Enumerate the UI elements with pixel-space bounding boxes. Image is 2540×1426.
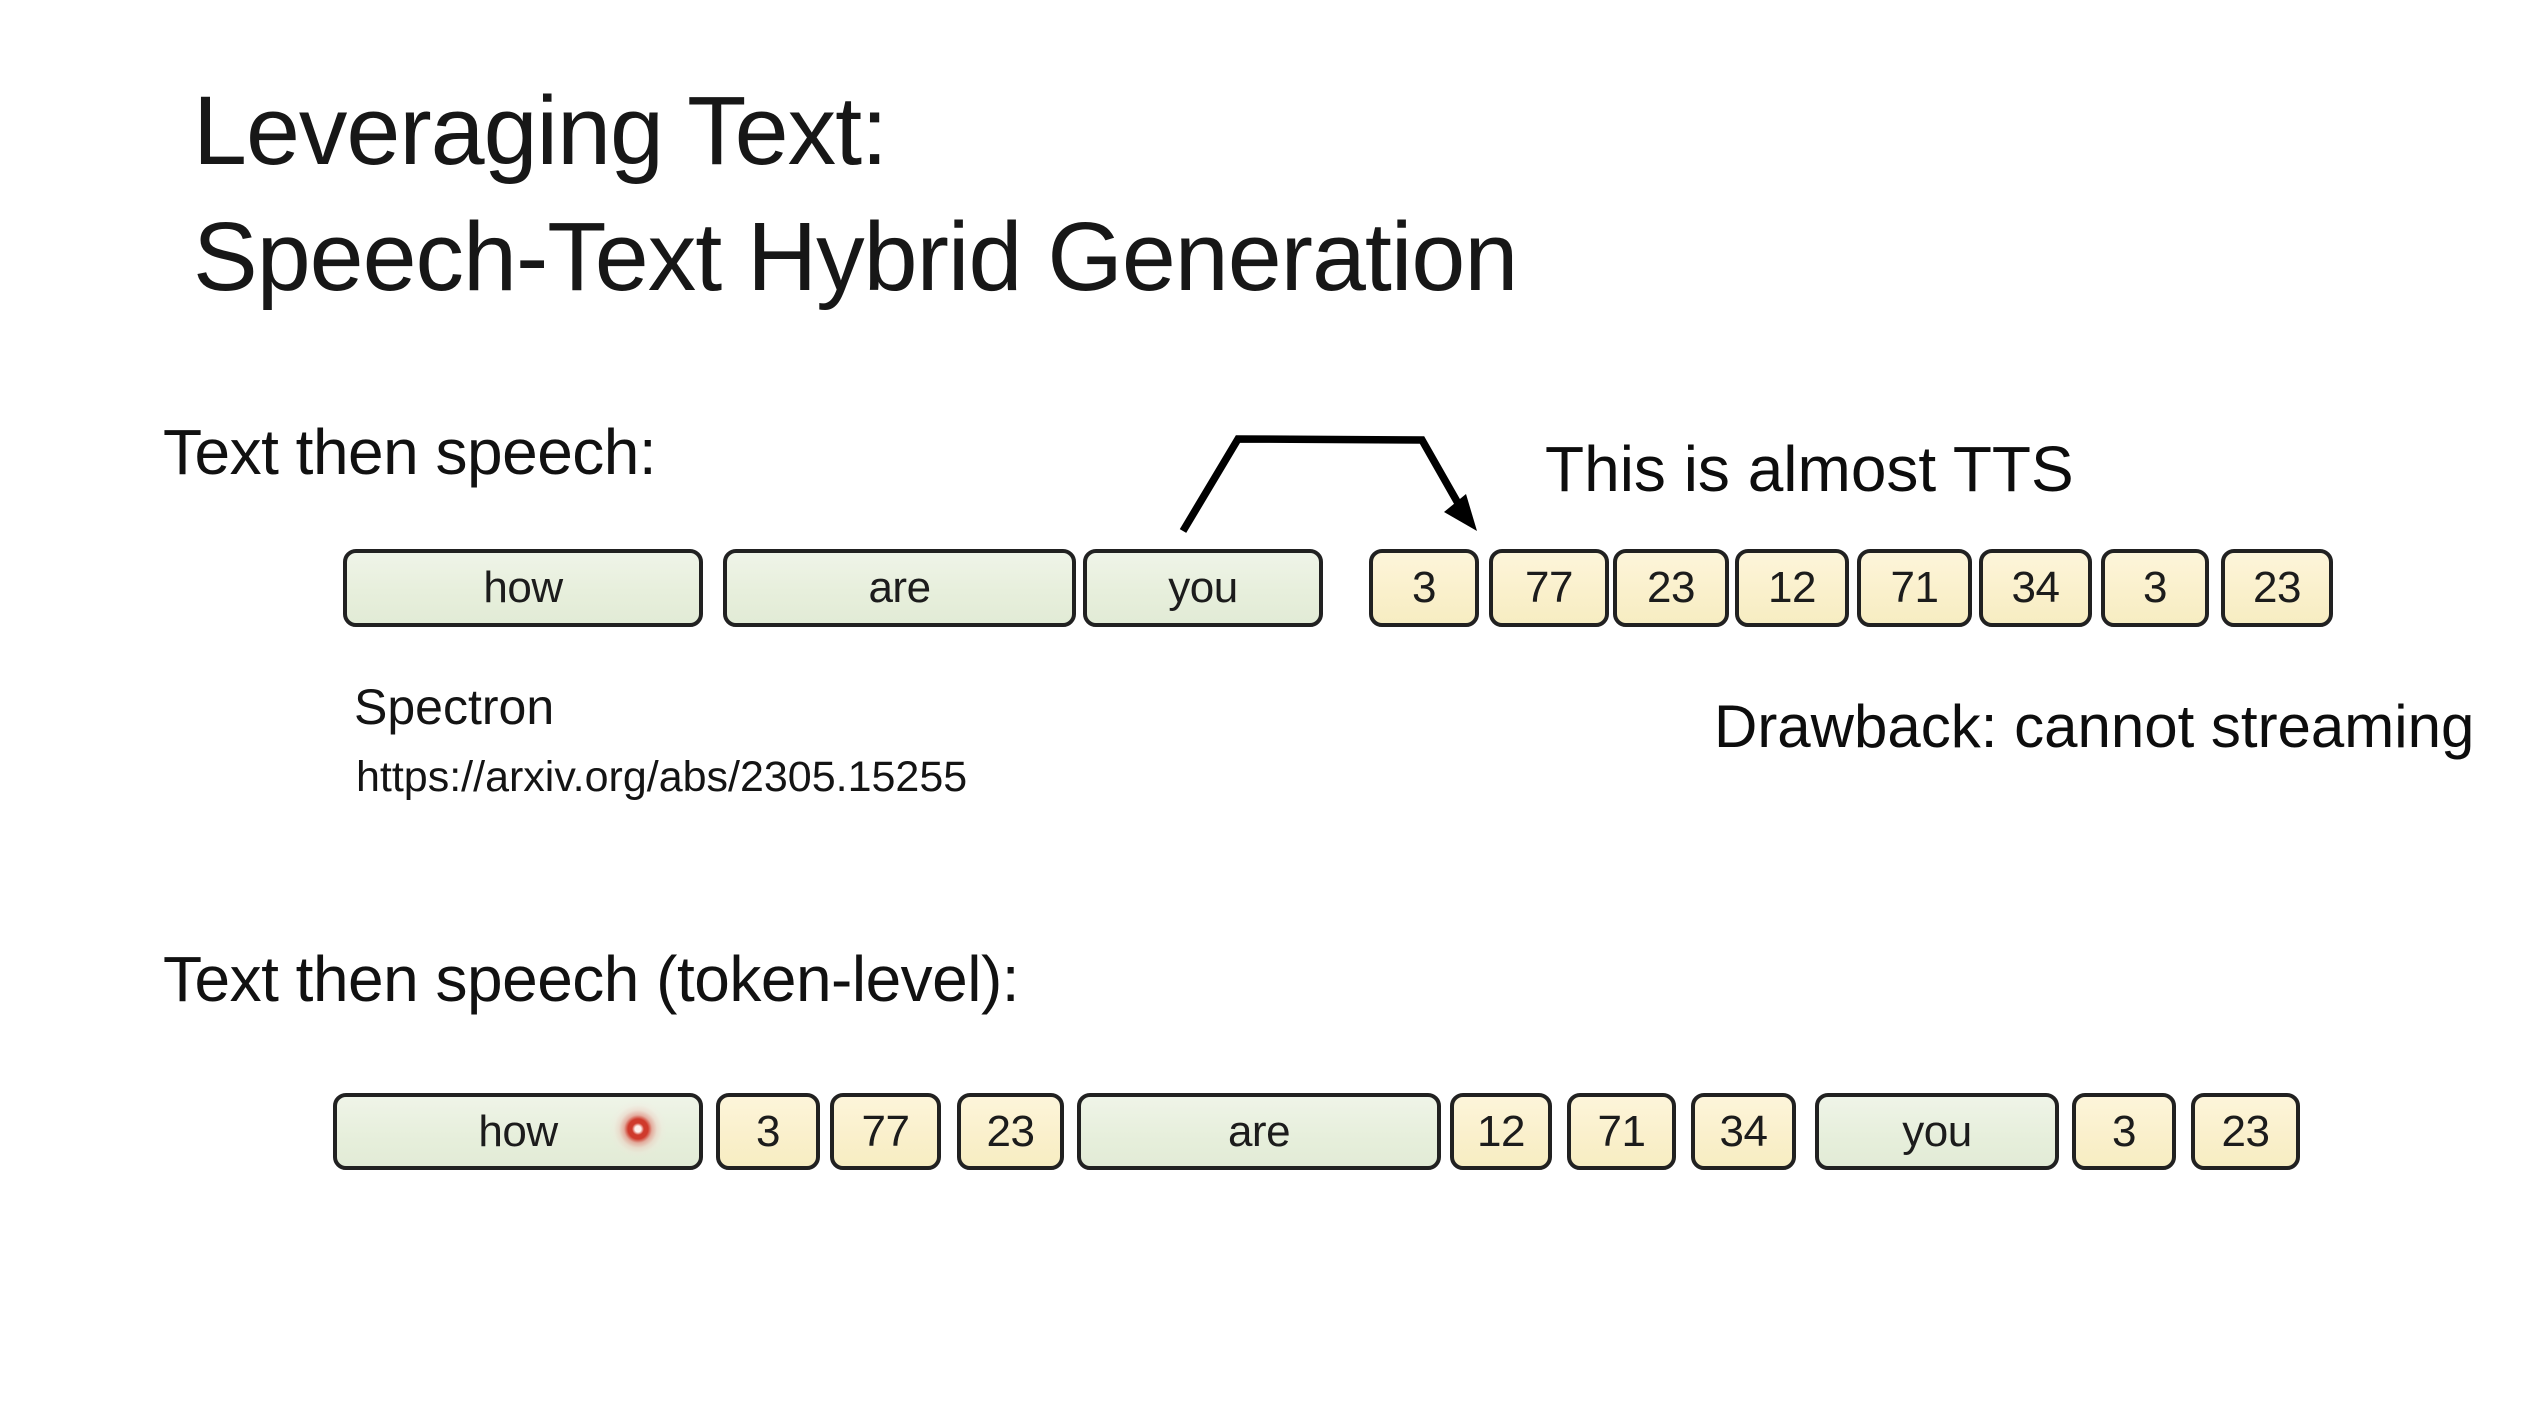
slide-title-line1: Leveraging Text: xyxy=(193,76,888,185)
token-you: you xyxy=(1815,1093,2059,1170)
tts-annotation: This is almost TTS xyxy=(1545,433,2074,505)
speech-token: 23 xyxy=(2191,1093,2300,1170)
paper-url: https://arxiv.org/abs/2305.15255 xyxy=(356,753,968,801)
speech-token: 3 xyxy=(1369,549,1479,627)
speech-token: 12 xyxy=(1735,549,1849,627)
speech-token: 71 xyxy=(1567,1093,1676,1170)
token-how: how xyxy=(343,549,703,627)
token-row-2: how 3 77 23 are 12 71 34 you 3 23 xyxy=(0,1093,2540,1170)
drawback-note: Drawback: cannot streaming xyxy=(1714,693,2475,760)
speech-token: 12 xyxy=(1450,1093,1552,1170)
speech-token: 23 xyxy=(957,1093,1064,1170)
speech-token: 23 xyxy=(2221,549,2333,627)
token-you: you xyxy=(1083,549,1323,627)
paper-name: Spectron xyxy=(354,679,555,735)
token-are: are xyxy=(1077,1093,1441,1170)
speech-token: 34 xyxy=(1979,549,2092,627)
token-row-1: how are you 3 77 23 12 71 34 3 23 xyxy=(0,549,2540,627)
speech-token: 77 xyxy=(830,1093,941,1170)
speech-token: 3 xyxy=(716,1093,820,1170)
arrow-line xyxy=(1179,435,1463,533)
arrow-head-icon xyxy=(1444,494,1477,531)
token-are: are xyxy=(723,549,1076,627)
slide-title: Leveraging Text: Speech-Text Hybrid Gene… xyxy=(193,68,1518,320)
slide-title-line2: Speech-Text Hybrid Generation xyxy=(193,202,1518,311)
speech-token: 34 xyxy=(1691,1093,1796,1170)
section1-heading: Text then speech: xyxy=(163,416,657,488)
speech-token: 77 xyxy=(1489,549,1609,627)
speech-token: 23 xyxy=(1613,549,1729,627)
speech-token: 71 xyxy=(1857,549,1972,627)
section2-heading: Text then speech (token-level): xyxy=(163,943,1020,1015)
laser-pointer-dot xyxy=(608,1099,668,1159)
speech-token: 3 xyxy=(2072,1093,2176,1170)
speech-token: 3 xyxy=(2101,549,2209,627)
